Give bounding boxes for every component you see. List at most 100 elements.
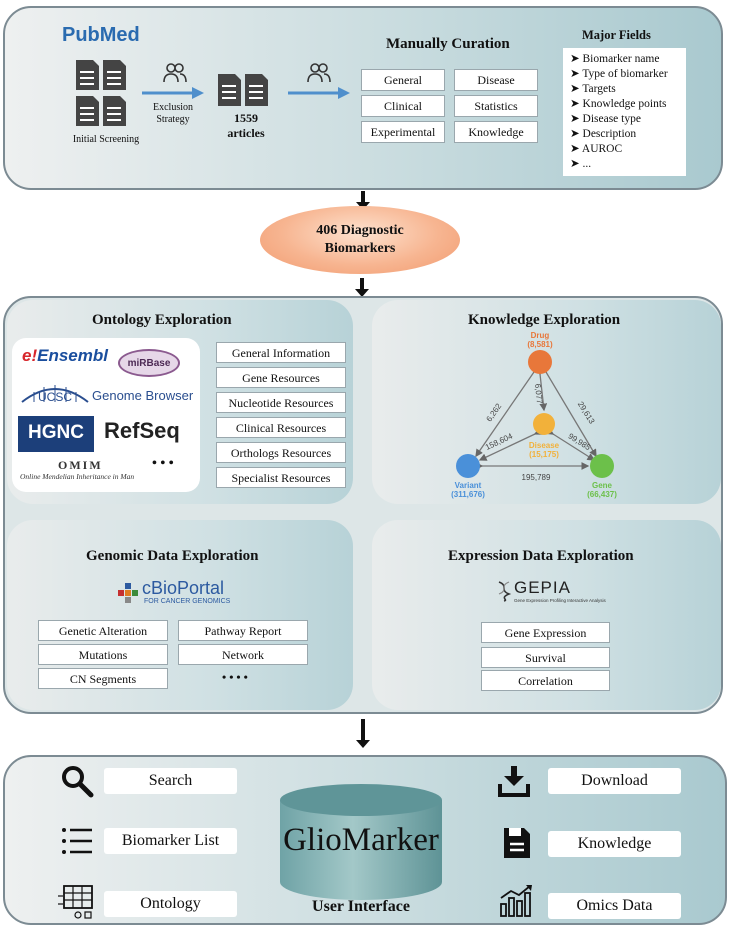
gepia-logo: GEPIA bbox=[514, 578, 571, 597]
ensembl-logo: e!Ensembl bbox=[22, 346, 108, 365]
ensembl-logo-text: Ensembl bbox=[37, 346, 108, 365]
download-button[interactable]: Download bbox=[548, 768, 681, 794]
gene-node-count: (66,437) bbox=[587, 490, 617, 499]
knowledge-title: Knowledge Exploration bbox=[468, 312, 621, 328]
variant-node-count: (311,676) bbox=[451, 490, 485, 499]
arrow-down-icon bbox=[356, 719, 370, 748]
resource-general: General Information bbox=[216, 342, 346, 363]
pubmed-logo-text: PubMed bbox=[62, 24, 140, 46]
resource-gene: Gene Resources bbox=[216, 367, 346, 388]
cbioportal-logo: cBioPortal bbox=[142, 578, 225, 598]
gepia-icon bbox=[498, 581, 512, 602]
disease-node bbox=[533, 413, 555, 435]
people-icon bbox=[307, 63, 331, 83]
database-icon bbox=[280, 784, 442, 900]
expression-survival: Survival bbox=[481, 647, 610, 668]
arrow-right-icon bbox=[142, 87, 204, 99]
hgnc-logo: HGNC bbox=[18, 416, 94, 452]
edge-drug-disease: 6,077 bbox=[533, 383, 544, 404]
genome-browser-label: Genome Browser bbox=[92, 388, 194, 403]
category-statistics: Statistics bbox=[454, 95, 538, 117]
people-icon bbox=[163, 63, 187, 83]
edge-disease-variant: 158,604 bbox=[484, 431, 515, 452]
omics-data-button[interactable]: Omics Data bbox=[548, 893, 681, 919]
list-item: ➤ Knowledge points bbox=[570, 98, 667, 110]
category-experimental: Experimental bbox=[361, 121, 445, 143]
variant-node bbox=[456, 454, 480, 478]
documents-icon bbox=[76, 60, 126, 126]
list-item: ➤ AUROC bbox=[570, 143, 623, 155]
gene-node bbox=[590, 454, 614, 478]
list-item: ➤ Type of biomarker bbox=[570, 68, 668, 80]
resource-orthologs: Orthologs Resources bbox=[216, 442, 346, 463]
ucsc-logo: UCSC bbox=[38, 390, 73, 404]
genomic-genetic-alteration: Genetic Alteration bbox=[38, 620, 168, 641]
cbioportal-icon bbox=[118, 583, 138, 603]
exclusion-strategy-label: Exclusion Strategy bbox=[153, 102, 193, 125]
ucsc-bridge-icon bbox=[21, 385, 89, 403]
articles-icon bbox=[218, 74, 268, 106]
download-icon bbox=[498, 766, 530, 797]
biomarkers-ellipse: 406 Diagnostic Biomarkers bbox=[260, 206, 460, 274]
knowledge-icon bbox=[504, 828, 530, 858]
arrow-right-icon bbox=[288, 87, 350, 99]
ontology-button[interactable]: Ontology bbox=[104, 891, 237, 917]
more-logos: • • • bbox=[152, 456, 174, 471]
list-item: ➤ Disease type bbox=[570, 113, 641, 125]
drug-node-count: (8,581) bbox=[527, 340, 553, 349]
omim-logo: OMIM bbox=[58, 458, 103, 472]
category-general: General bbox=[361, 69, 445, 91]
edge-variant-gene: 195,789 bbox=[522, 473, 551, 482]
list-item: ➤ Description bbox=[570, 128, 637, 140]
table-icon bbox=[58, 885, 93, 919]
list-item: ➤ Biomarker name bbox=[570, 53, 660, 65]
articles-number: 1559 bbox=[234, 111, 258, 125]
articles-count: 1559 articles bbox=[218, 111, 274, 141]
biomarker-list-button[interactable]: Biomarker List bbox=[104, 828, 237, 854]
genomic-network: Network bbox=[178, 644, 308, 665]
arrow-down-icon bbox=[356, 191, 370, 210]
disease-node-count: (15,175) bbox=[529, 450, 559, 459]
genomic-more: • • • • bbox=[222, 670, 248, 684]
articles-label: articles bbox=[227, 126, 265, 140]
genomic-mutations: Mutations bbox=[38, 644, 168, 665]
genomic-pathway-report: Pathway Report bbox=[178, 620, 308, 641]
curation-title: Manually Curation bbox=[386, 36, 510, 52]
ontology-title: Ontology Exploration bbox=[92, 312, 232, 328]
knowledge-button[interactable]: Knowledge bbox=[548, 831, 681, 857]
drug-node-name: Drug bbox=[531, 331, 550, 340]
resource-specialist: Specialist Resources bbox=[216, 467, 346, 488]
gliomarker-title: GlioMarker bbox=[283, 822, 439, 858]
omim-subtitle: Online Mendelian Inheritance in Man bbox=[20, 472, 135, 481]
list-icon bbox=[62, 828, 92, 854]
edge-drug-gene: 29,613 bbox=[576, 400, 597, 426]
refseq-logo: RefSeq bbox=[104, 418, 180, 443]
category-disease: Disease bbox=[454, 69, 538, 91]
expression-title: Expression Data Exploration bbox=[448, 548, 634, 564]
resource-clinical: Clinical Resources bbox=[216, 417, 346, 438]
major-fields-title: Major Fields bbox=[582, 28, 651, 42]
category-knowledge: Knowledge bbox=[454, 121, 538, 143]
expression-gene-expression: Gene Expression bbox=[481, 622, 610, 643]
search-icon bbox=[62, 766, 94, 798]
drug-node bbox=[528, 350, 552, 374]
arrow-down-icon bbox=[355, 278, 369, 297]
list-item: ➤ Targets bbox=[570, 83, 616, 95]
edge-disease-gene: 99,985 bbox=[567, 432, 593, 453]
genomic-title: Genomic Data Exploration bbox=[86, 548, 259, 564]
category-clinical: Clinical bbox=[361, 95, 445, 117]
variant-node-name: Variant bbox=[455, 481, 482, 490]
expression-correlation: Correlation bbox=[481, 670, 610, 691]
biomarkers-label: Biomarkers bbox=[324, 241, 396, 256]
resource-nucleotide: Nucleotide Resources bbox=[216, 392, 346, 413]
initial-screening-label: Initial Screening bbox=[72, 134, 140, 145]
knowledge-graph: Drug (8,581) Disease (15,175) Variant (3… bbox=[451, 331, 617, 499]
list-item: ➤ ... bbox=[570, 158, 592, 170]
gene-node-name: Gene bbox=[592, 481, 613, 490]
biomarkers-count-label: 406 Diagnostic bbox=[316, 223, 404, 238]
major-fields-list: ➤ Biomarker name ➤ Type of biomarker ➤ T… bbox=[563, 48, 686, 176]
mirbase-logo: miRBase bbox=[118, 349, 180, 377]
chart-icon bbox=[500, 885, 532, 917]
user-interface-caption: User Interface bbox=[312, 898, 410, 915]
search-button[interactable]: Search bbox=[104, 768, 237, 794]
